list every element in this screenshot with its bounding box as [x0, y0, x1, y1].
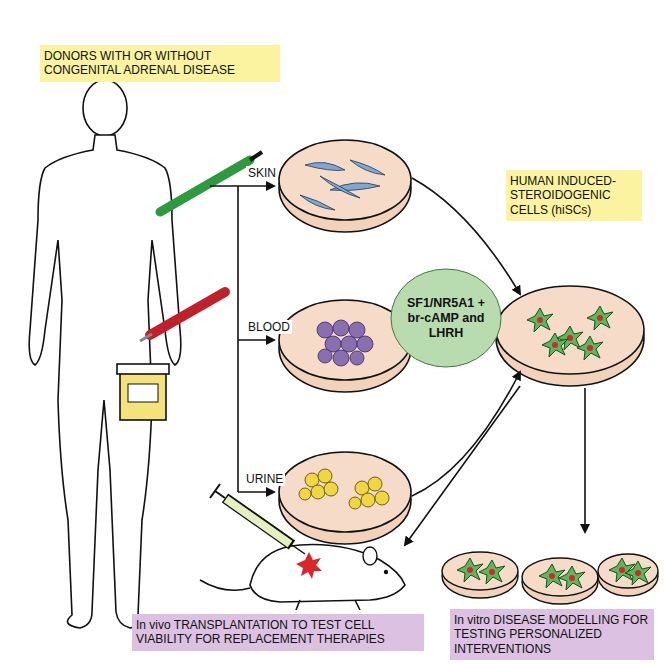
- node-text: DONORS WITH OR WITHOUT CONGENITAL ADRENA…: [44, 49, 276, 78]
- source-label: URINE: [244, 472, 285, 486]
- oval-shape: [391, 269, 501, 367]
- urine-cells: [299, 469, 389, 509]
- reagent-oval: SF1/NR5A1 + br-cAMP and LHRH: [390, 268, 502, 368]
- blood-cells: [317, 320, 373, 366]
- text-box: HUMAN INDUCED-STEROIDOGENIC CELLS (hiSCs…: [506, 170, 642, 221]
- blood-tube: [140, 292, 225, 341]
- source-lines: [210, 186, 274, 492]
- text-box: In vivo TRANSPLANTATION TO TEST CELL VIA…: [132, 614, 424, 651]
- node-text: In vivo TRANSPLANTATION TO TEST CELL VIA…: [136, 618, 420, 647]
- node-text: In vitro DISEASE MODELLING FOR TESTING P…: [454, 613, 650, 656]
- dish-cells: [457, 558, 651, 590]
- small-dishes: [442, 552, 658, 604]
- human-figure: [29, 80, 181, 628]
- text-box: In vitro DISEASE MODELLING FOR TESTING P…: [450, 609, 654, 660]
- source-label: BLOOD: [246, 320, 292, 334]
- mouse: [200, 545, 405, 610]
- fibroblasts: [300, 160, 385, 210]
- steroidogenic-cells: [527, 306, 613, 360]
- biopsy-punch: [160, 152, 262, 212]
- culture-dishes: [279, 140, 644, 544]
- source-label: SKIN: [246, 166, 278, 180]
- node-text: SF1/NR5A1 + br-cAMP and LHRH: [400, 296, 492, 341]
- node-text: HUMAN INDUCED-STEROIDOGENIC CELLS (hiSCs…: [510, 174, 638, 217]
- syringe: [210, 484, 305, 554]
- urine-cup: [117, 364, 169, 420]
- text-box: DONORS WITH OR WITHOUT CONGENITAL ADRENA…: [40, 45, 280, 82]
